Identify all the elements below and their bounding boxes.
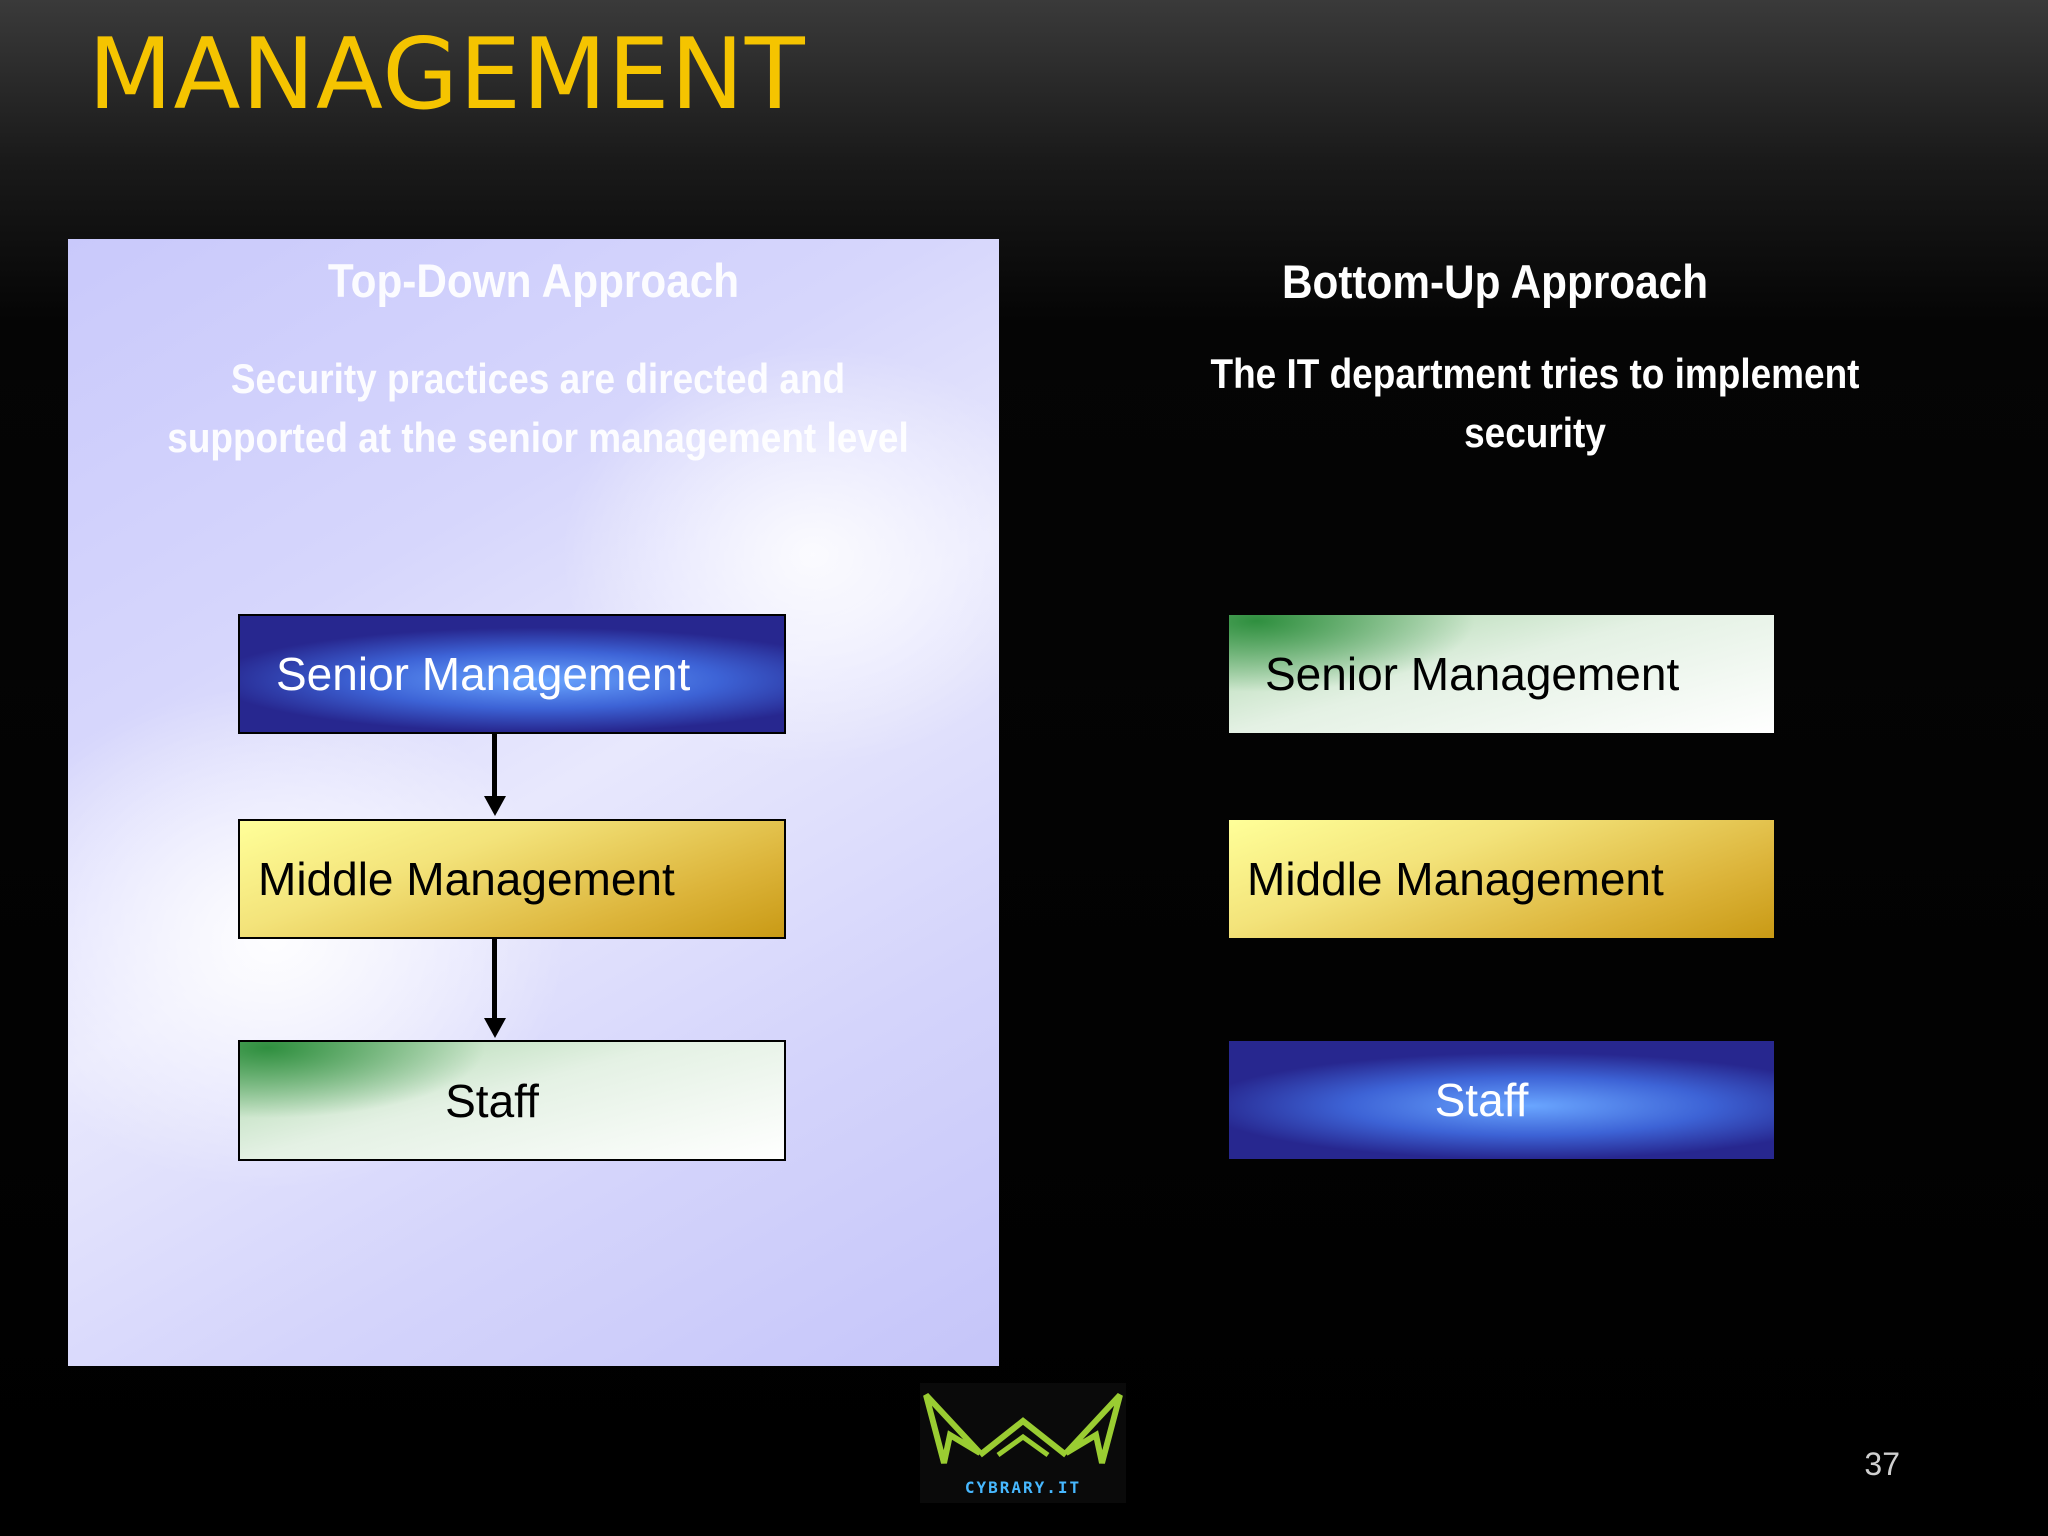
page-number: 37 — [1864, 1446, 1900, 1482]
bottom-up-staff-box: Staff — [1229, 1041, 1774, 1159]
top-down-staff-label: Staff — [445, 1074, 539, 1127]
top-down-middle-management-label: Middle Management — [258, 853, 675, 905]
arrow-head-senior-to-middle — [484, 796, 506, 816]
slide-title: MANAGEMENT — [88, 18, 806, 132]
logo-text: CYBRARY.IT — [964, 1478, 1082, 1497]
cybrary-logo-icon — [923, 1392, 1123, 1464]
bottom-up-senior-management-box: Senior Management — [1229, 615, 1774, 733]
top-down-senior-management-box: Senior Management — [238, 614, 786, 734]
top-down-heading: Top-Down Approach — [327, 254, 740, 307]
bottom-up-staff-label: Staff — [1434, 1074, 1529, 1126]
top-down-staff-box: Staff — [238, 1040, 786, 1161]
arrow-head-middle-to-staff — [484, 1018, 506, 1038]
bottom-up-middle-management-label: Middle Management — [1247, 853, 1664, 905]
bottom-up-senior-management-label: Senior Management — [1265, 648, 1680, 700]
bottom-up-description: The IT department tries to implement sec… — [1210, 350, 1860, 456]
arrow-middle-to-staff — [492, 939, 497, 1018]
bottom-up-heading: Bottom-Up Approach — [1281, 255, 1709, 308]
top-down-panel: Top-Down Approach Security practices are… — [68, 239, 999, 1366]
arrow-senior-to-middle — [492, 734, 497, 796]
top-down-senior-management-label: Senior Management — [276, 648, 691, 700]
top-down-description: Security practices are directed and supp… — [167, 355, 909, 461]
bottom-up-middle-management-box: Middle Management — [1229, 820, 1774, 938]
cybrary-logo: CYBRARY.IT — [920, 1383, 1126, 1503]
top-down-middle-management-box: Middle Management — [238, 819, 786, 939]
